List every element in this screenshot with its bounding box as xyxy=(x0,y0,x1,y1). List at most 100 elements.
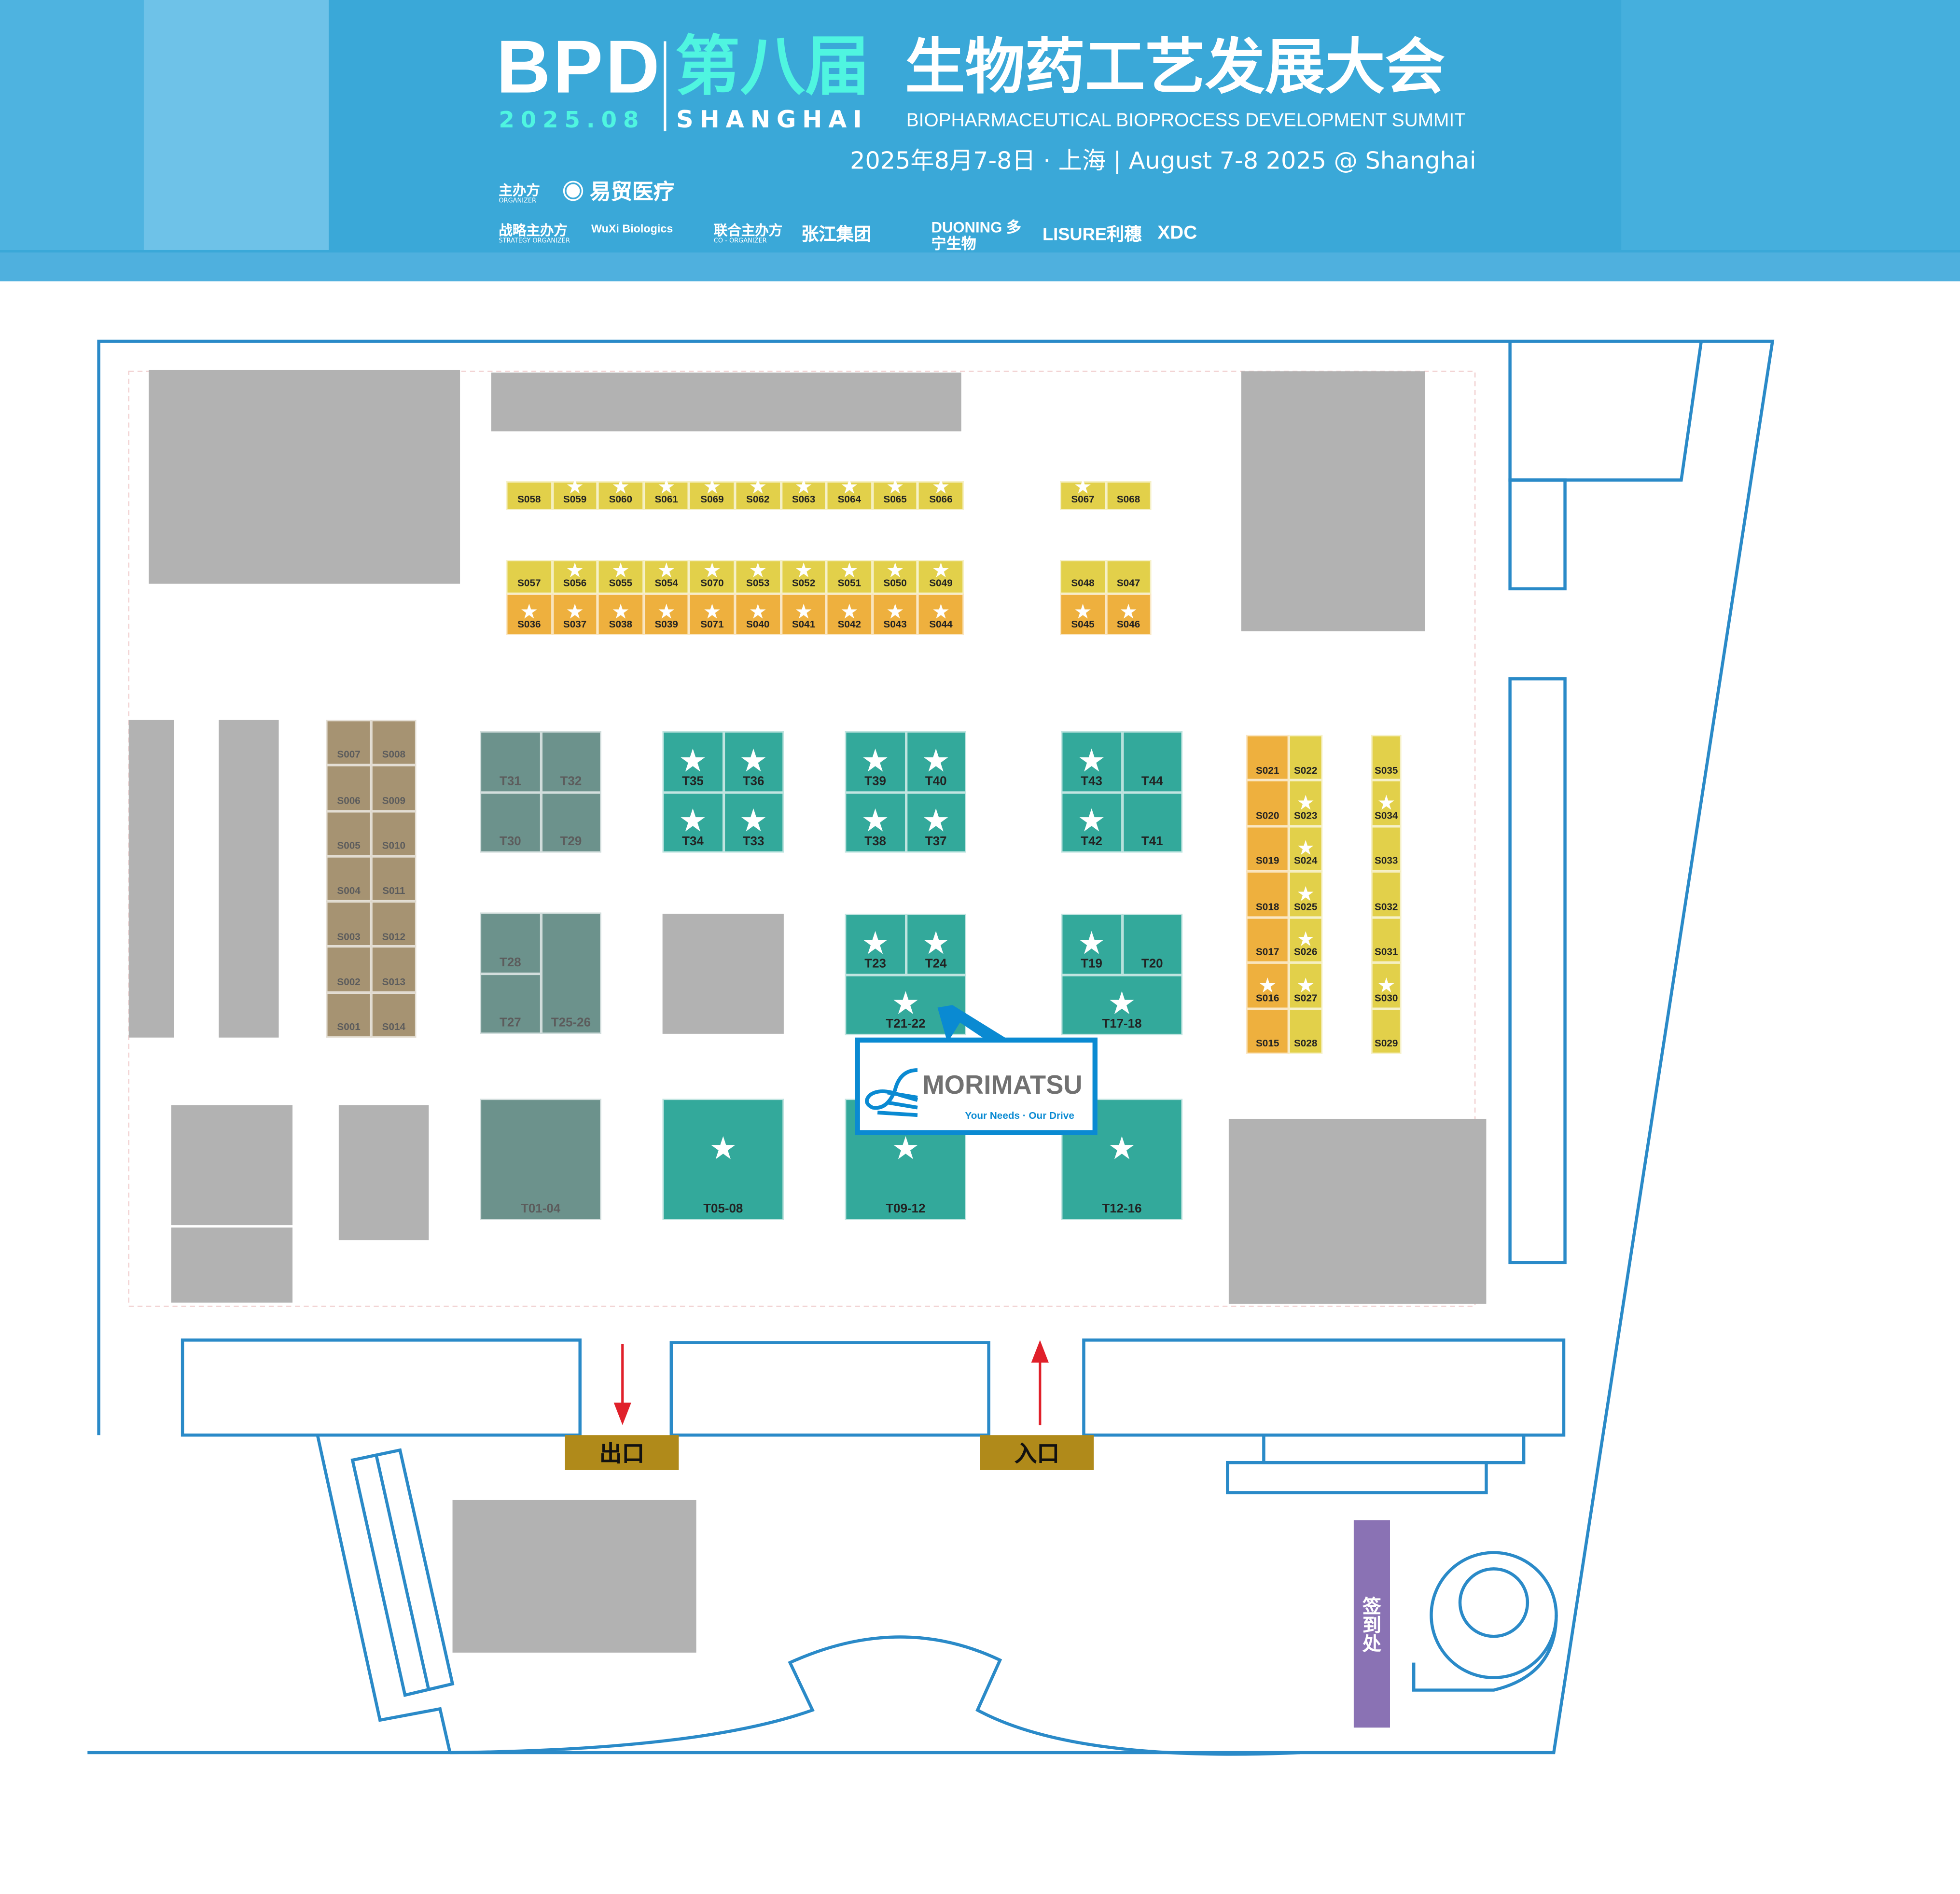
booth-t27[interactable]: T27 xyxy=(480,973,541,1034)
booth-s045[interactable]: ★S045 xyxy=(1060,594,1106,635)
booth-s066[interactable]: ★S066 xyxy=(918,478,964,510)
booth-s025[interactable]: ★S025 xyxy=(1289,871,1323,918)
booth-t28[interactable]: T28 xyxy=(480,912,541,974)
booth-t25-26[interactable]: T25-26 xyxy=(541,912,601,1034)
booth-t42[interactable]: ★T42 xyxy=(1061,792,1122,853)
booth-s067[interactable]: ★S067 xyxy=(1060,478,1106,510)
booth-s008[interactable]: S008 xyxy=(371,720,417,766)
booth-t23[interactable]: ★T23 xyxy=(845,914,906,975)
booth-s049[interactable]: ★S049 xyxy=(918,560,964,594)
booth-s060[interactable]: ★S060 xyxy=(598,478,644,510)
booth-t37[interactable]: ★T37 xyxy=(905,792,967,853)
booth-s003[interactable]: S003 xyxy=(326,901,372,947)
booth-s038[interactable]: ★S038 xyxy=(598,594,644,635)
booth-s059[interactable]: ★S059 xyxy=(552,478,598,510)
booth-s044[interactable]: ★S044 xyxy=(918,594,964,635)
booth-s054[interactable]: ★S054 xyxy=(643,560,690,594)
booth-s026[interactable]: ★S026 xyxy=(1289,917,1323,963)
booth-s039[interactable]: ★S039 xyxy=(643,594,690,635)
booth-s028[interactable]: S028 xyxy=(1289,1008,1323,1054)
booth-t24[interactable]: ★T24 xyxy=(905,914,967,975)
booth-s016[interactable]: ★S016 xyxy=(1246,962,1289,1008)
booth-s020[interactable]: S020 xyxy=(1246,780,1289,826)
booth-s023[interactable]: ★S023 xyxy=(1289,780,1323,826)
booth-s036[interactable]: ★S036 xyxy=(506,594,552,635)
booth-t39[interactable]: ★T39 xyxy=(845,731,906,792)
booth-s015[interactable]: S015 xyxy=(1246,1008,1289,1054)
booth-s007[interactable]: S007 xyxy=(326,720,372,766)
booth-s011[interactable]: S011 xyxy=(371,856,417,902)
booth-t43[interactable]: ★T43 xyxy=(1061,731,1122,792)
booth-s068[interactable]: S068 xyxy=(1105,481,1152,510)
booth-s014[interactable]: S014 xyxy=(371,992,417,1038)
booth-s057[interactable]: S057 xyxy=(506,560,552,594)
booth-t35[interactable]: ★T35 xyxy=(662,731,723,792)
booth-s010[interactable]: S010 xyxy=(371,810,417,856)
booth-s070[interactable]: ★S070 xyxy=(689,560,735,594)
booth-t38[interactable]: ★T38 xyxy=(845,792,906,853)
booth-s051[interactable]: ★S051 xyxy=(826,560,873,594)
star-icon: ★ xyxy=(612,601,629,622)
booth-s018[interactable]: S018 xyxy=(1246,871,1289,918)
booth-t34[interactable]: ★T34 xyxy=(662,792,723,853)
booth-t32[interactable]: T32 xyxy=(541,731,601,792)
booth-s001[interactable]: S001 xyxy=(326,992,372,1038)
booth-t31[interactable]: T31 xyxy=(480,731,541,792)
booth-s029[interactable]: S029 xyxy=(1371,1008,1402,1054)
booth-s050[interactable]: ★S050 xyxy=(872,560,918,594)
booth-t05-08[interactable]: ★T05-08 xyxy=(662,1099,784,1220)
booth-s037[interactable]: ★S037 xyxy=(552,594,598,635)
booth-s065[interactable]: ★S065 xyxy=(872,478,918,510)
booth-t30[interactable]: T30 xyxy=(480,792,541,853)
booth-s055[interactable]: ★S055 xyxy=(598,560,644,594)
booth-s048[interactable]: S048 xyxy=(1060,560,1106,594)
booth-t20[interactable]: T20 xyxy=(1122,914,1183,975)
booth-s034[interactable]: ★S034 xyxy=(1371,780,1402,826)
booth-s041[interactable]: ★S041 xyxy=(780,594,827,635)
booth-s058[interactable]: S058 xyxy=(506,481,552,510)
booth-s030[interactable]: ★S030 xyxy=(1371,962,1402,1008)
booth-s012[interactable]: S012 xyxy=(371,901,417,947)
booth-s064[interactable]: ★S064 xyxy=(826,478,873,510)
booth-s013[interactable]: S013 xyxy=(371,947,417,992)
booth-s006[interactable]: S006 xyxy=(326,765,372,811)
booth-s046[interactable]: ★S046 xyxy=(1105,594,1152,635)
booth-s069[interactable]: ★S069 xyxy=(689,478,735,510)
booth-s043[interactable]: ★S043 xyxy=(872,594,918,635)
booth-t41[interactable]: T41 xyxy=(1122,792,1183,853)
booth-s024[interactable]: ★S024 xyxy=(1289,826,1323,872)
booth-s002[interactable]: S002 xyxy=(326,947,372,992)
booth-s071[interactable]: ★S071 xyxy=(689,594,735,635)
booth-s047[interactable]: S047 xyxy=(1105,560,1152,594)
booth-s061[interactable]: ★S061 xyxy=(643,478,690,510)
booth-s027[interactable]: ★S027 xyxy=(1289,962,1323,1008)
booth-s022[interactable]: S022 xyxy=(1289,735,1323,781)
booth-s052[interactable]: ★S052 xyxy=(780,560,827,594)
booth-s062[interactable]: ★S062 xyxy=(735,478,781,510)
booth-t29[interactable]: T29 xyxy=(541,792,601,853)
booth-t19[interactable]: ★T19 xyxy=(1061,914,1122,975)
booth-s042[interactable]: ★S042 xyxy=(826,594,873,635)
booth-s019[interactable]: S019 xyxy=(1246,826,1289,872)
booth-s063[interactable]: ★S063 xyxy=(780,478,827,510)
booth-t36[interactable]: ★T36 xyxy=(723,731,784,792)
booth-s053[interactable]: ★S053 xyxy=(735,560,781,594)
star-icon: ★ xyxy=(893,1132,918,1164)
booth-s035[interactable]: S035 xyxy=(1371,735,1402,781)
booth-s005[interactable]: S005 xyxy=(326,810,372,856)
booth-s017[interactable]: S017 xyxy=(1246,917,1289,963)
booth-s040[interactable]: ★S040 xyxy=(735,594,781,635)
booth-s056[interactable]: ★S056 xyxy=(552,560,598,594)
booth-s021[interactable]: S021 xyxy=(1246,735,1289,781)
booth-t44[interactable]: T44 xyxy=(1122,731,1183,792)
booth-t40[interactable]: ★T40 xyxy=(905,731,967,792)
booth-s031[interactable]: S031 xyxy=(1371,917,1402,963)
booth-s004[interactable]: S004 xyxy=(326,856,372,902)
booth-s033[interactable]: S033 xyxy=(1371,826,1402,872)
booth-s032[interactable]: S032 xyxy=(1371,871,1402,918)
booth-s009[interactable]: S009 xyxy=(371,765,417,811)
booth-t17-18[interactable]: ★T17-18 xyxy=(1061,974,1183,1035)
booth-t33[interactable]: ★T33 xyxy=(723,792,784,853)
booth-t01-04[interactable]: T01-04 xyxy=(480,1099,601,1220)
